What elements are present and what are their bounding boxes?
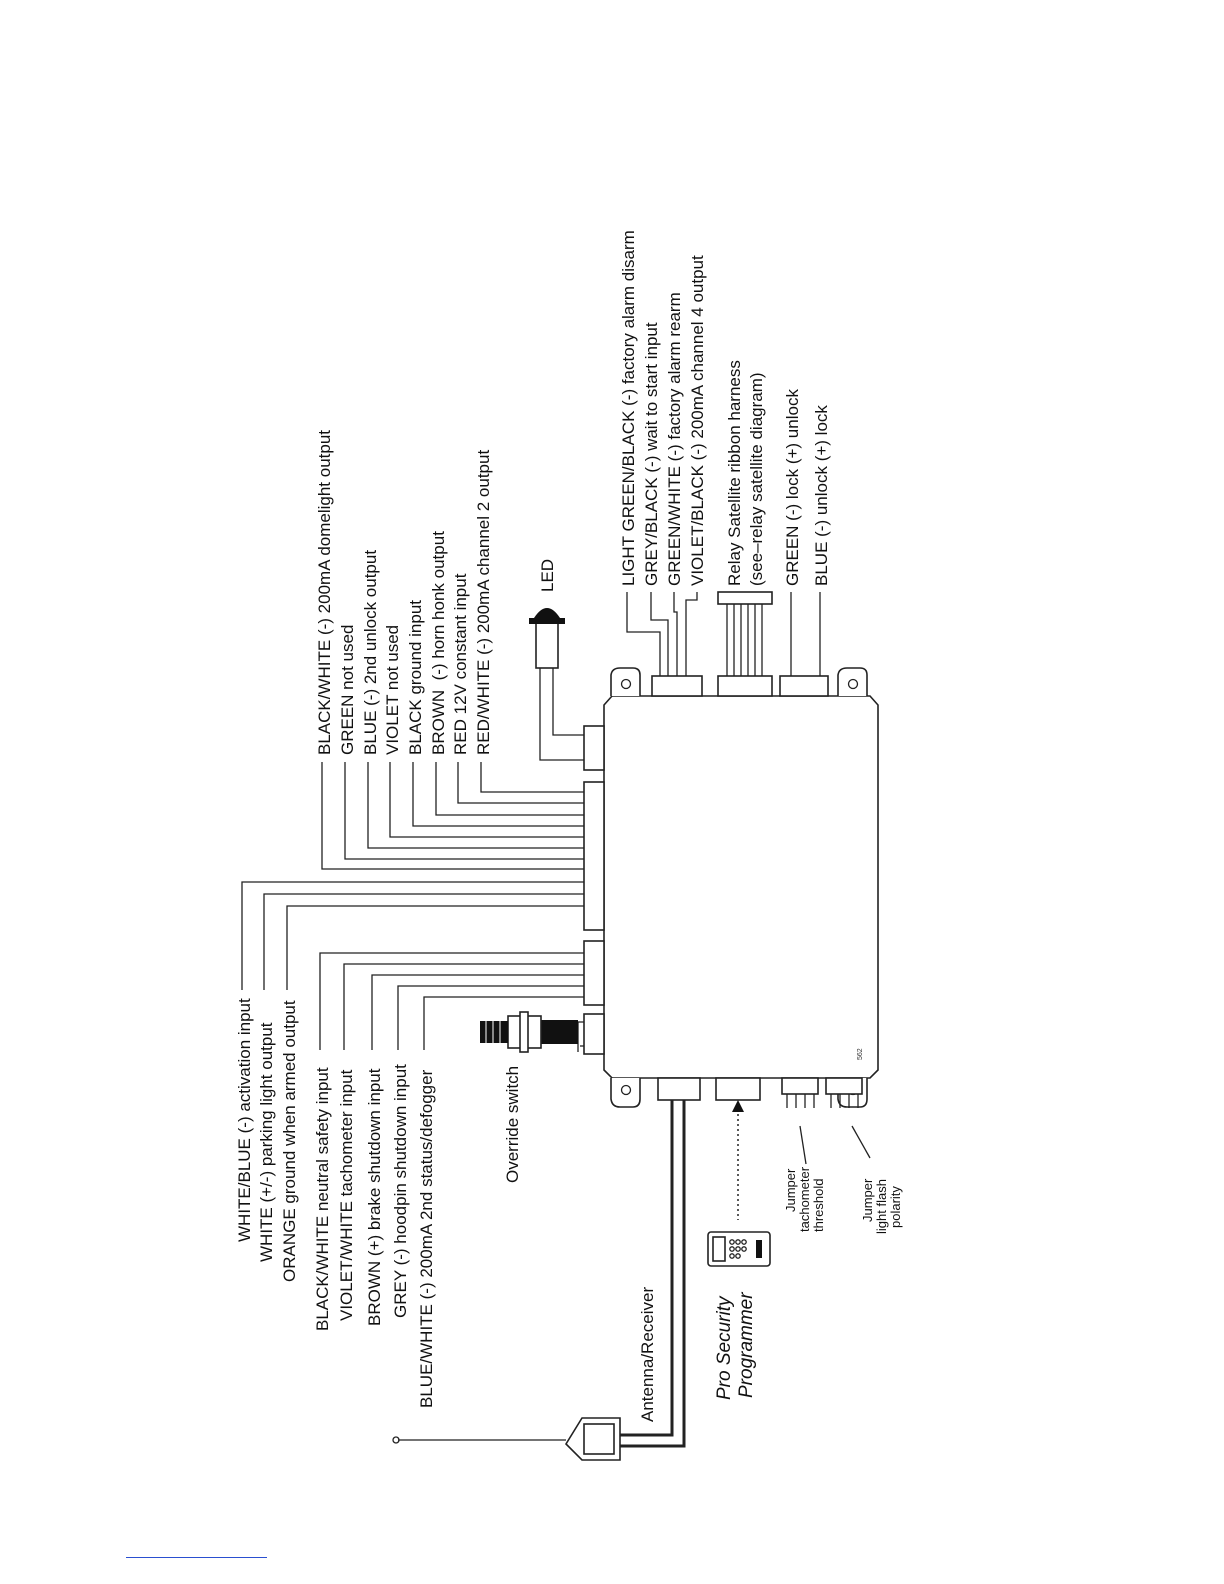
- label-green-lock: GREEN (-) lock (+) unlock: [783, 389, 802, 586]
- led-assembly: [529, 608, 584, 761]
- label-green-white: GREEN/WHITE (-) factory alarm rearm: [665, 292, 684, 586]
- label-grey-black: GREY/BLACK (-) wait to start input: [642, 322, 661, 586]
- control-module: [583, 667, 879, 1108]
- label-blue-white-status: BLUE/WHITE (-) 200mA 2nd status/defogger: [417, 1069, 436, 1408]
- programmer-device-icon: [707, 1231, 771, 1267]
- footer-link-underline: [126, 1557, 267, 1558]
- label-jumper-tach-2: tachometer: [797, 1166, 812, 1232]
- label-blue-unlock: BLUE (-) unlock (+) lock: [812, 405, 831, 586]
- label-black-white-neutral: BLACK/WHITE neutral safety input: [313, 1067, 332, 1331]
- connector-programmer: [715, 1077, 761, 1101]
- connector-top-relay: [717, 675, 773, 697]
- label-red-12v: RED 12V constant input: [451, 573, 470, 755]
- label-jumper-light-1: Jumper: [860, 1178, 875, 1222]
- label-violet-not-used: VIOLET not used: [383, 625, 402, 755]
- label-relay-line-2: (see–relay satellite diagram): [747, 372, 766, 586]
- label-relay-line-1: Relay Satellite ribbon harness: [725, 360, 744, 586]
- override-switch-assembly: [480, 1011, 584, 1053]
- top-right-wires: [626, 592, 698, 676]
- connector-top-1: [651, 675, 703, 697]
- label-light-green-black: LIGHT GREEN/BLACK (-) factory alarm disa…: [619, 230, 638, 586]
- label-brown-brake: BROWN (+) brake shutdown input: [365, 1068, 384, 1326]
- connector-antenna: [657, 1077, 701, 1101]
- label-programmer-line-2: Programmer: [736, 1292, 757, 1398]
- connector-override: [583, 1013, 605, 1055]
- connector-secondary-harness: [583, 940, 605, 1006]
- label-violet-white-tach: VIOLET/WHITE tachometer input: [337, 1069, 356, 1321]
- label-violet-black: VIOLET/BLACK (-) 200mA channel 4 output: [688, 255, 707, 586]
- labels: BLACK/WHITE (-) 200mA domelight output G…: [235, 230, 903, 1422]
- lock-wires: [790, 592, 821, 676]
- part-number: 562: [857, 1048, 864, 1060]
- label-white-parking-light: WHITE (+/-) parking light output: [257, 1022, 276, 1262]
- secondary-harness-wires: [319, 952, 584, 1050]
- mounting-tab-bottom-left: [610, 1078, 641, 1108]
- connector-jumper-light: [825, 1077, 863, 1095]
- label-override-switch: Override switch: [503, 1066, 522, 1183]
- label-black-ground: BLACK ground input: [406, 600, 425, 755]
- label-jumper-tach-1: Jumper: [783, 1168, 798, 1212]
- label-blue-2nd-unlock: BLUE (-) 2nd unlock output: [361, 550, 380, 755]
- label-red-white-channel-2: RED/WHITE (-) 200mA channel 2 output: [474, 450, 493, 755]
- label-jumper-light-3: polarity: [888, 1186, 903, 1228]
- label-black-white-domelight: BLACK/WHITE (-) 200mA domelight output: [315, 430, 334, 755]
- label-brown-horn-honk: BROWN (-) horn honk output: [429, 531, 448, 755]
- label-orange-armed-output: ORANGE ground when armed output: [280, 1000, 299, 1282]
- antenna-assembly: [392, 1100, 686, 1461]
- relay-ribbon: [717, 591, 773, 676]
- jumper-pins: [786, 1094, 871, 1165]
- label-white-blue-activation: WHITE/BLUE (-) activation input: [235, 998, 254, 1242]
- label-programmer-line-1: Pro Security: [714, 1295, 735, 1400]
- label-antenna-receiver: Antenna/Receiver: [638, 1287, 657, 1422]
- programmer-assembly: [707, 1100, 771, 1267]
- label-jumper-light-2: light flash: [874, 1179, 889, 1234]
- label-grey-hoodpin: GREY (-) hoodpin shutdown input: [391, 1064, 410, 1318]
- label-led: LED: [538, 559, 557, 592]
- connector-jumper-tach: [781, 1077, 819, 1095]
- connector-led: [583, 725, 605, 771]
- connector-top-lock: [779, 675, 829, 697]
- label-green-not-used: GREEN not used: [338, 625, 357, 755]
- mounting-tab-top-right: [837, 667, 868, 696]
- connector-main-harness: [583, 781, 605, 931]
- main-harness-wires: [241, 762, 584, 990]
- mounting-tab-top-left: [610, 667, 641, 696]
- label-jumper-tach-3: threshold: [811, 1179, 826, 1232]
